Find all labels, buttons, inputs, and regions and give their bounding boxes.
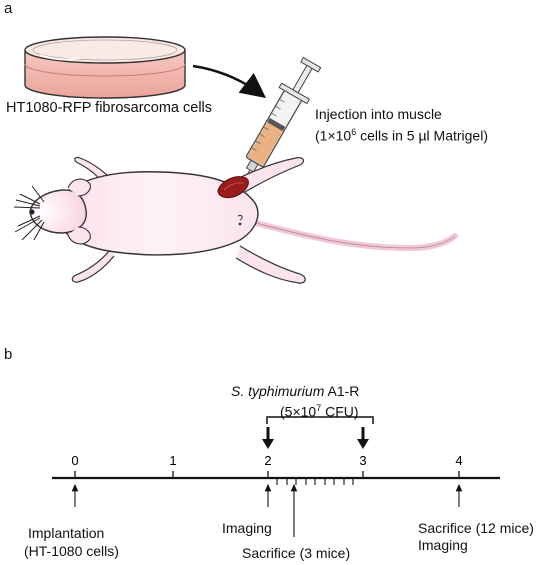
dose-suffix: CFU) xyxy=(321,403,359,420)
injection-label-line1: Injection into muscle xyxy=(315,106,442,122)
treatment-dose: (5×107 CFU) xyxy=(280,400,359,421)
transfer-arrow xyxy=(192,64,266,99)
treatment-species: S. typhimurium xyxy=(231,383,325,399)
event-label-implantation-cells: (HT-1080 cells) xyxy=(24,543,119,559)
event-label-imaging-2: Imaging xyxy=(418,537,468,553)
tick-label-4: 4 xyxy=(455,453,462,468)
injection-label-line2: (1×106 cells in 5 µl Matrigel) xyxy=(315,124,488,145)
injection-dose-prefix: (1×10 xyxy=(315,127,352,144)
dose-exponent: 7 xyxy=(316,403,322,413)
dose-prefix: (5×10 xyxy=(280,403,317,420)
tick-label-2: 2 xyxy=(264,453,271,468)
panel-letter-b: b xyxy=(4,346,13,363)
injection-dose-suffix: cells in 5 µl Matrigel) xyxy=(356,127,488,144)
panel-letter-a: a xyxy=(4,0,13,17)
tick-label-0: 0 xyxy=(71,453,78,468)
tick-label-1: 1 xyxy=(169,453,176,468)
panel-a-illustration xyxy=(13,36,458,284)
mouse-icon xyxy=(13,156,458,284)
treatment-name: S. typhimurium A1-R xyxy=(231,383,359,400)
event-label-implantation: Implantation xyxy=(28,525,105,541)
treatment-bracket xyxy=(266,416,374,424)
tick-label-3: 3 xyxy=(359,453,366,468)
event-label-sacrifice-3: Sacrifice (3 mice) xyxy=(242,545,351,561)
timeline: 0 1 2 3 4 xyxy=(52,416,500,537)
treatment-strain: A1-R xyxy=(324,383,360,399)
event-label-imaging-1: Imaging xyxy=(222,520,272,536)
culture-label: HT1080-RFP fibrosarcoma cells xyxy=(6,100,213,116)
petri-dish-icon xyxy=(24,36,186,99)
treatment-arrow-day2 xyxy=(262,427,274,449)
event-label-sacrifice-12: Sacrifice (12 mice) xyxy=(418,520,534,536)
tumor-icon xyxy=(217,176,249,199)
treatment-arrow-day3 xyxy=(357,427,369,449)
injection-dose-exponent: 6 xyxy=(351,127,357,137)
